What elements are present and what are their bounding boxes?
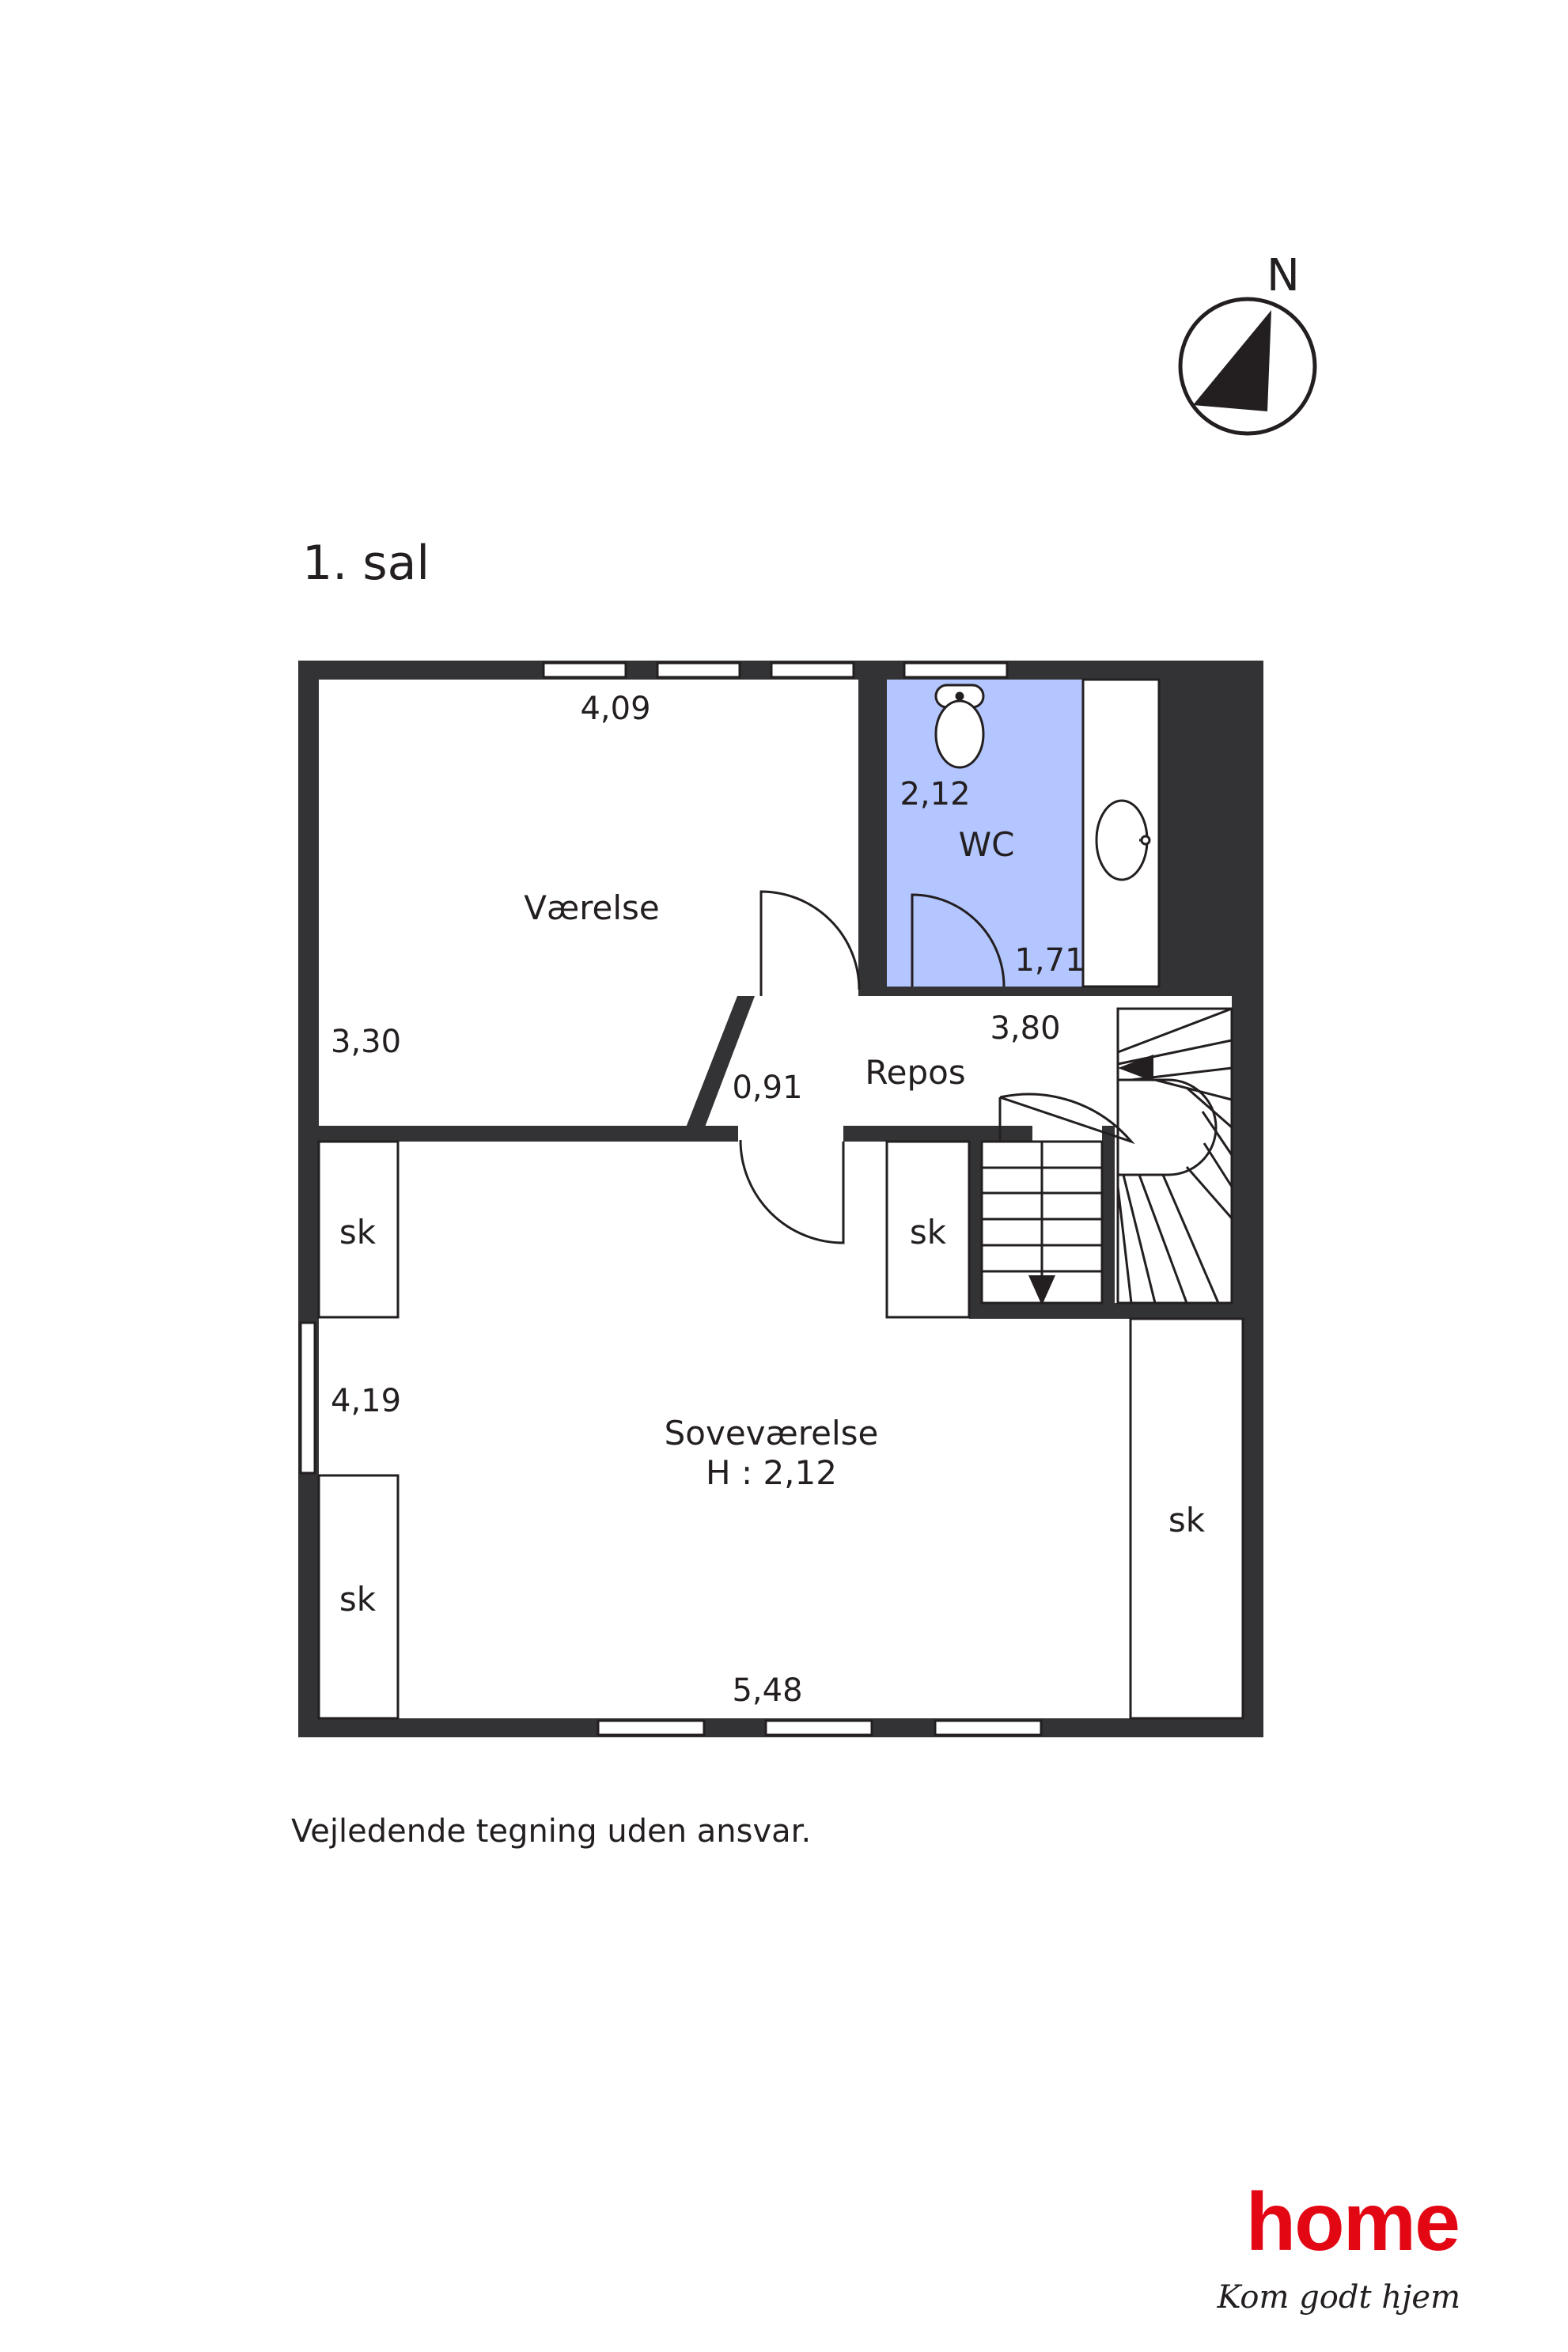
- stair-wall-right-upper: [1232, 996, 1263, 1319]
- dim-wc-depth: 1,71: [1014, 942, 1085, 979]
- north-arrow-icon: [1193, 310, 1271, 411]
- stair-down-arrow-icon: [1028, 1275, 1055, 1305]
- window-bottom-1: [597, 1719, 706, 1737]
- brand-name: home: [1246, 2176, 1459, 2268]
- closet-label-left-lower: sk: [339, 1580, 377, 1619]
- interior-wall-mid-left: [298, 1126, 738, 1142]
- dim-vaerelse-depth: 3,30: [331, 1024, 401, 1060]
- diagonal-wall: [680, 996, 755, 1142]
- door-stair: [998, 1093, 1135, 1145]
- compass-circle: [1178, 297, 1317, 436]
- windows: [299, 661, 1043, 1737]
- wc-floor: [887, 680, 1083, 987]
- closet-left-upper: [317, 1140, 400, 1319]
- room-label-repos: Repos: [865, 1053, 965, 1092]
- closet-right: [1129, 1317, 1244, 1720]
- door-vaerelse: [759, 890, 861, 996]
- stair-wall-mid: [1102, 1126, 1115, 1316]
- stair-wall-left: [969, 1126, 982, 1316]
- north-label: N: [1267, 250, 1300, 301]
- interior-wall-mid-right: [843, 1126, 979, 1142]
- room-label-sovevaerelse: Soveværelse: [665, 1414, 879, 1452]
- window-left: [299, 1321, 316, 1475]
- window-bottom-3: [934, 1719, 1043, 1737]
- disclaimer: Vejledende tegning uden ansvar.: [291, 1813, 811, 1850]
- straight-stair: [980, 1140, 1104, 1305]
- interior-wall-vaerelse-right: [858, 661, 869, 996]
- dim-repos-depth: 0,91: [732, 1070, 802, 1106]
- brand-tagline: Kom godt hjem: [1217, 2279, 1460, 2316]
- stair-wall-bottom: [969, 1303, 1263, 1319]
- doors: [739, 890, 1135, 1244]
- window-bottom-2: [764, 1719, 873, 1737]
- sink-icon: [1095, 799, 1151, 881]
- dim-sovevaerelse-width: 5,48: [732, 1672, 802, 1709]
- winding-stair-frame: [1116, 1007, 1233, 1305]
- closet-label-right: sk: [1168, 1501, 1206, 1540]
- wc-wall-left: [868, 661, 887, 996]
- toilet-icon: [934, 684, 985, 769]
- room-label-vaerelse: Værelse: [524, 888, 660, 927]
- dim-sovevaerelse-depth: 4,19: [331, 1383, 401, 1419]
- room-height-sovevaerelse: H : 2,12: [706, 1453, 837, 1492]
- walls: [298, 661, 1263, 1737]
- dark-shaft: [1159, 661, 1263, 996]
- window-top-3: [770, 661, 855, 679]
- wc-wall-bottom: [868, 987, 1162, 996]
- closet-left-lower: [317, 1474, 400, 1720]
- room-label-wc: WC: [959, 825, 1015, 864]
- window-top-2: [656, 661, 741, 679]
- dim-vaerelse-width: 4,09: [580, 691, 650, 727]
- door-sovevaerelse: [739, 1139, 845, 1244]
- dim-wc-width: 2,12: [900, 776, 970, 812]
- closet-label-center: sk: [910, 1213, 947, 1252]
- window-top-4: [903, 661, 1009, 679]
- closet-center: [885, 1140, 971, 1319]
- window-top-1: [542, 661, 627, 679]
- dim-repos-width: 3,80: [990, 1010, 1060, 1047]
- floor-title: 1. sal: [302, 536, 430, 591]
- outer-wall-left: [298, 661, 319, 1737]
- north-compass: N: [1178, 250, 1317, 436]
- closets: [317, 1140, 1244, 1720]
- brand-logo: home Kom godt hjem: [1217, 2176, 1460, 2316]
- closet-label-left-upper: sk: [339, 1213, 377, 1252]
- stair-up-arrow-icon: [1118, 1055, 1153, 1081]
- door-wc: [911, 893, 1006, 987]
- winding-stair: [1116, 1007, 1233, 1305]
